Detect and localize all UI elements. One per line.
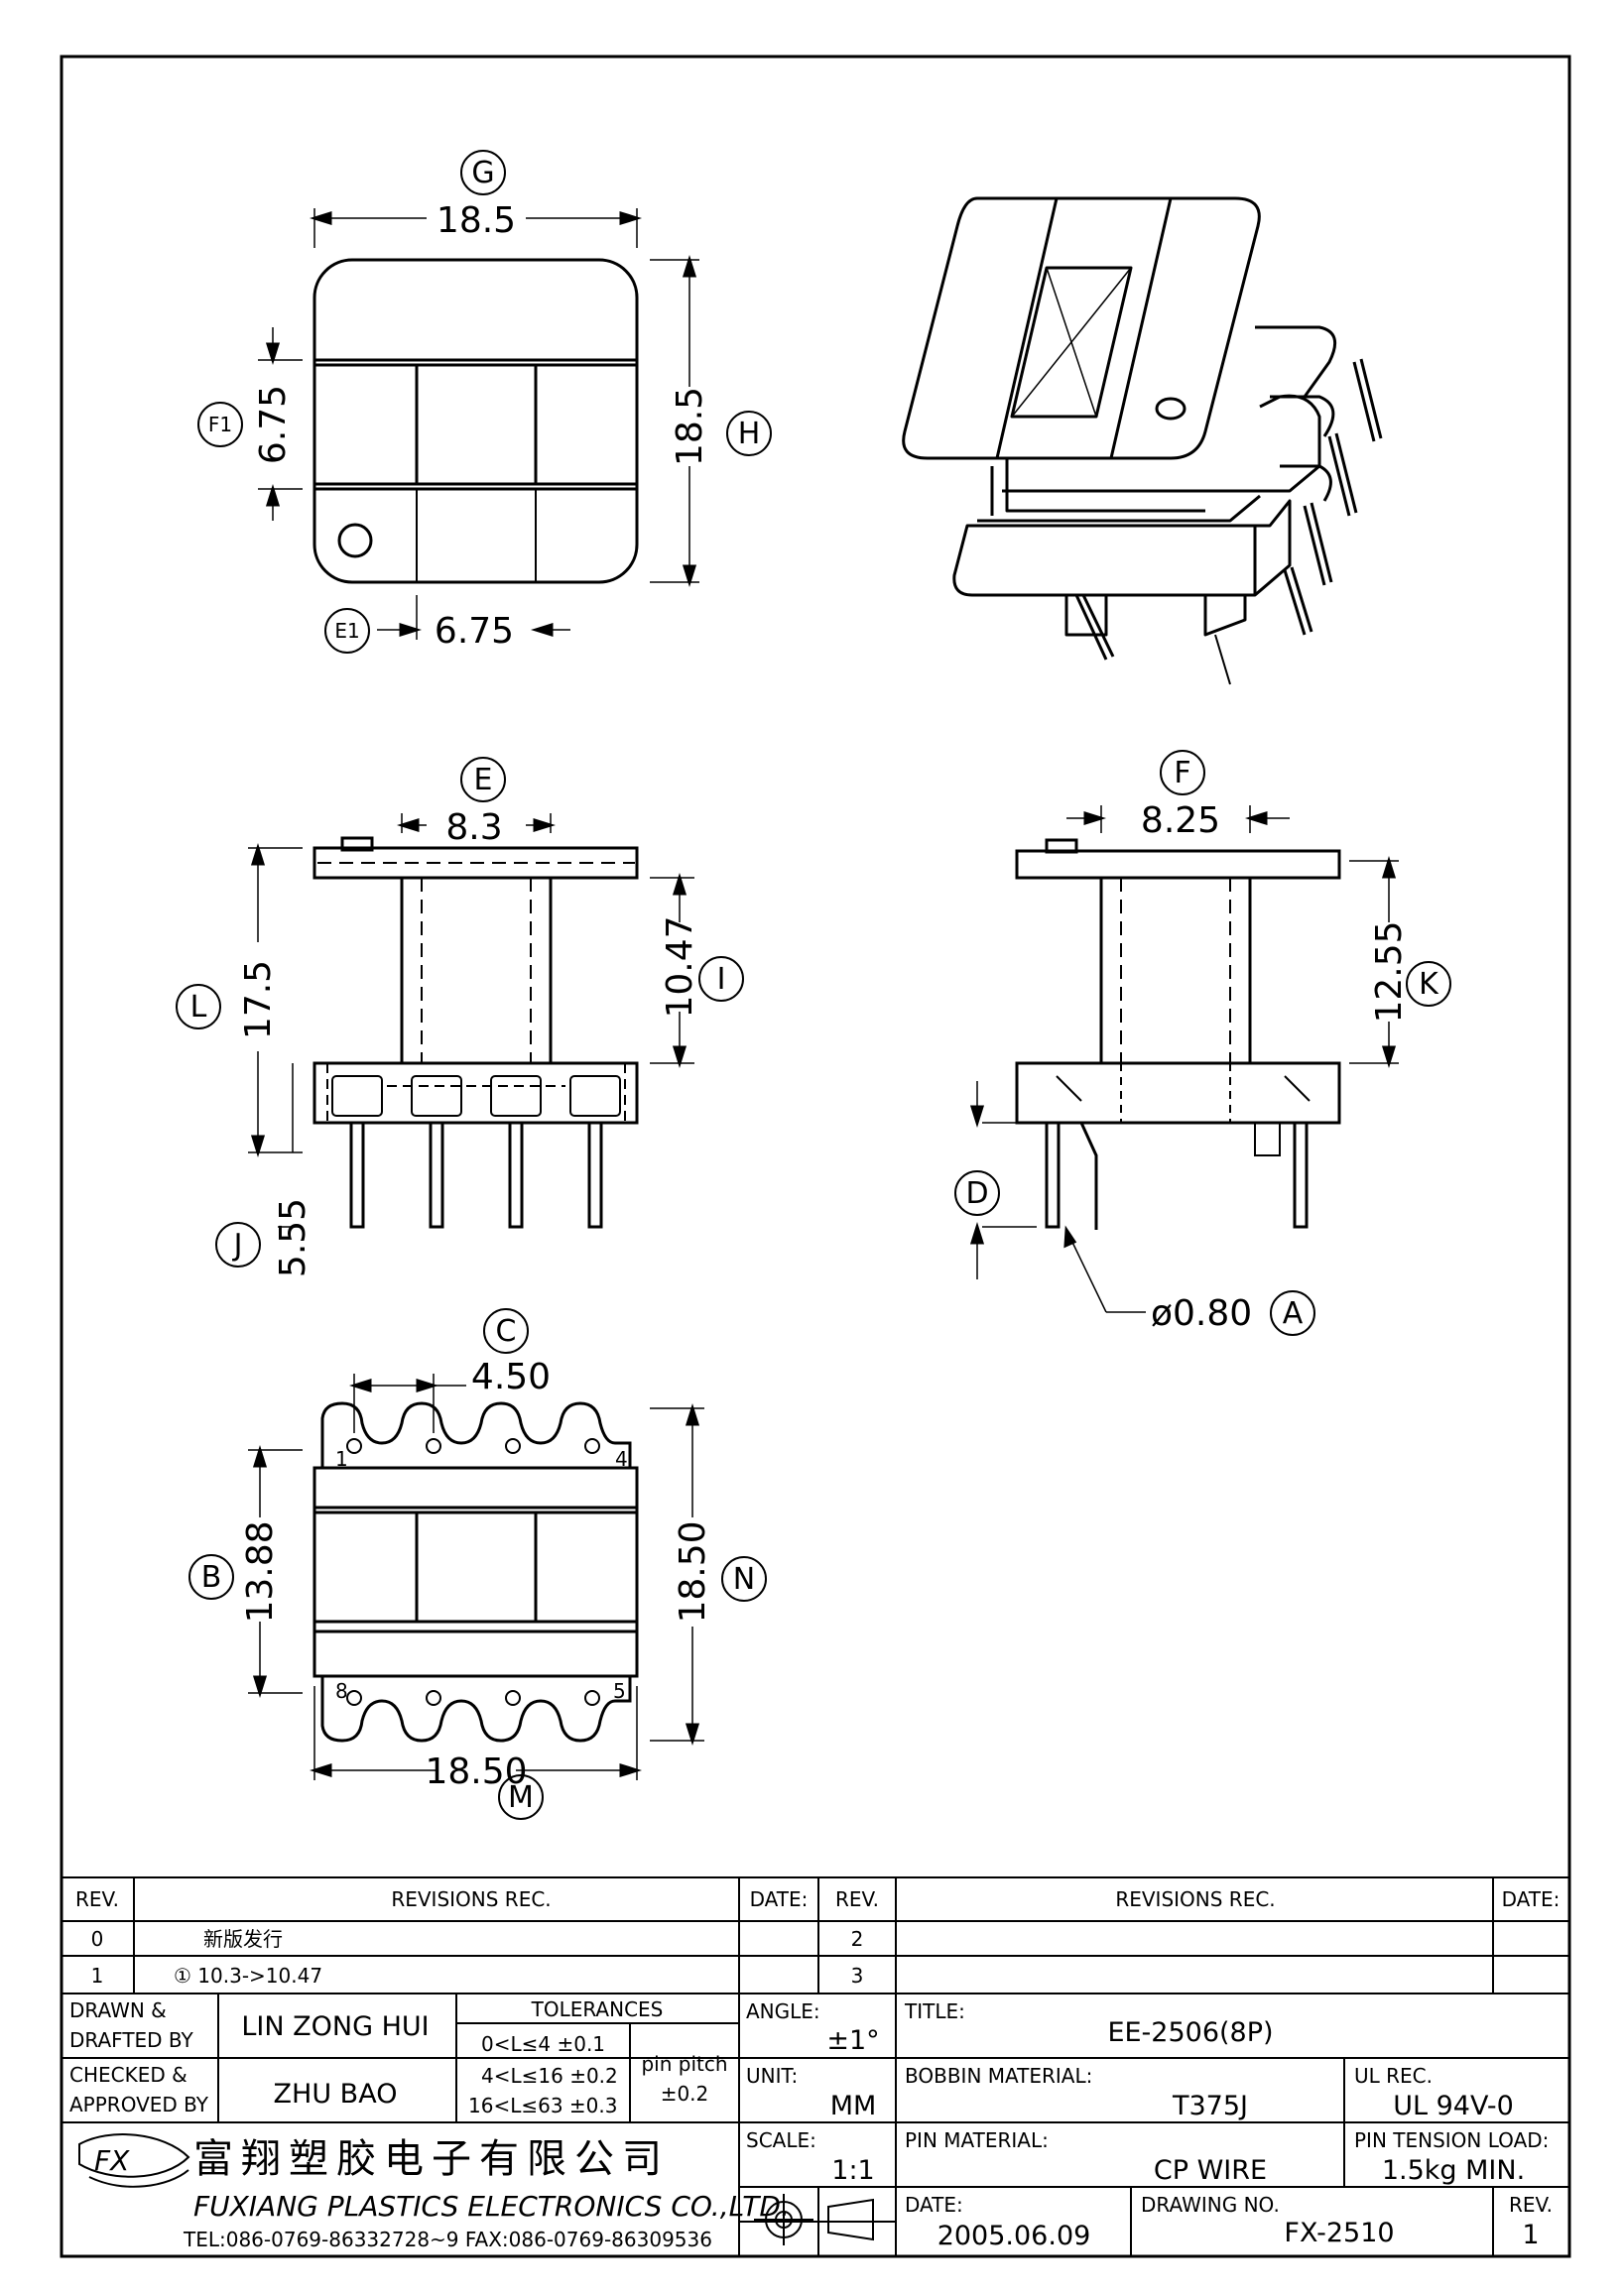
pin-diameter: ø0.80 [1151,1293,1252,1334]
checked-label-line1: CHECKED & [69,2063,187,2087]
drawn-label-line1: DRAWN & [69,1998,167,2022]
n-label: N [733,1562,755,1597]
rev-header-left: REV. [75,1887,119,1911]
title-label: TITLE: [904,1999,965,2023]
d-label: D [965,1176,988,1211]
bobbin-material-value: T375J [1172,2091,1248,2121]
drawn-name: LIN ZONG HUI [241,2011,429,2042]
drawing-no-value: FX-2510 [1284,2218,1394,2248]
j-label: J [232,1228,243,1263]
h-dimension: 18.5 [670,387,710,466]
rev-row-3: 3 [851,1964,864,1988]
top-view [197,150,772,654]
pin-material-value: CP WIRE [1154,2155,1267,2186]
tolerance-row-3: 16<L≤63 ±0.3 [468,2094,617,2117]
drawn-label-line2: DRAFTED BY [69,2028,194,2052]
records-header-right: REVISIONS REC. [1115,1887,1275,1911]
e-dimension: 8.3 [445,807,502,848]
rev-value: 1 [1522,2220,1539,2250]
title-value: EE-2506(8P) [1107,2017,1273,2048]
isometric-view [902,196,1383,685]
pin-number-5: 5 [613,1679,626,1703]
ul-rec-value: UL 94V-0 [1393,2091,1514,2121]
drawing-no-label: DRAWING NO. [1141,2193,1280,2217]
rev-row-2: 2 [851,1927,864,1951]
records-header-left: REVISIONS REC. [391,1887,551,1911]
rev-label: REV. [1509,2193,1553,2217]
angle-label: ANGLE: [746,1999,820,2023]
rev-header-right: REV. [835,1887,879,1911]
b-dimension: 13.88 [240,1520,281,1623]
e-label: E [474,763,493,797]
bobbin-material-label: BOBBIN MATERIAL: [905,2064,1092,2088]
company-name-cn: 富翔塑胶电子有限公司 [193,2136,670,2182]
f1-dimension: 6.75 [253,385,294,464]
f-dimension: 8.25 [1141,800,1220,841]
m-dimension: 18.50 [425,1752,527,1792]
k-dimension: 12.55 [1369,920,1410,1023]
pin-number-4: 4 [615,1447,628,1471]
pin-number-8: 8 [335,1679,348,1703]
company-logo [78,2133,190,2188]
b-label: B [201,1560,222,1595]
f-label: F [1174,756,1190,790]
top-view-outline [312,258,639,584]
g-dimension: 18.5 [437,200,516,241]
bottom-view [188,1308,767,1820]
mounting-hole [337,523,373,558]
front-view [176,757,744,1268]
sheet-border [60,55,1571,2258]
pin-tension-label: PIN TENSION LOAD: [1354,2128,1549,2152]
logo-text: FX [94,2144,130,2177]
ul-rec-label: UL REC. [1354,2064,1433,2088]
i-dimension: 10.47 [660,915,700,1018]
angle-value: ±1° [826,2025,879,2056]
c-label: C [496,1314,517,1349]
pin-tension-value: 1.5kg MIN. [1382,2155,1525,2186]
e1-label: E1 [334,619,359,643]
j-dimension: 5.55 [273,1198,313,1277]
date-header-right: DATE: [1502,1887,1561,1911]
unit-value: MM [830,2091,877,2121]
l-dimension: 17.5 [238,960,279,1039]
company-name-en: FUXIANG PLASTICS ELECTRONICS CO.,LTD. [193,2190,790,2223]
h-label: H [738,417,761,451]
pin-material-label: PIN MATERIAL: [905,2128,1049,2152]
pin-pitch-label: pin pitch [641,2052,727,2076]
record-row-0: 新版发行 [203,1927,283,1951]
k-label: K [1419,967,1439,1002]
revision-table [62,1876,1569,1994]
company-contact: TEL:086-0769-86332728~9 FAX:086-0769-863… [183,2228,712,2251]
date-header-left: DATE: [750,1887,809,1911]
projection-symbol-icon [754,2194,874,2245]
m-label: M [508,1780,534,1815]
side-view [954,750,1451,1336]
unit-label: UNIT: [746,2064,798,2088]
a-label: A [1283,1296,1304,1331]
c-dimension: 4.50 [471,1357,551,1397]
scale-value: 1:1 [831,2155,874,2186]
e1-dimension: 6.75 [435,611,514,652]
n-dimension: 18.50 [673,1520,713,1623]
l-label: L [190,990,207,1025]
pin-pitch-value: ±0.2 [661,2082,709,2106]
checked-name: ZHU BAO [274,2079,398,2110]
record-row-1: ① 10.3->10.47 [174,1964,322,1988]
date-value: 2005.06.09 [937,2221,1091,2251]
checked-label-line2: APPROVED BY [69,2093,209,2116]
date-label: DATE: [905,2193,963,2217]
tolerance-row-1: 0<L≤4 ±0.1 [481,2032,605,2056]
rev-row-1: 1 [91,1964,104,1988]
scale-label: SCALE: [746,2128,816,2152]
g-label: G [471,156,494,190]
i-label: I [717,962,726,997]
rev-row-0: 0 [91,1927,104,1951]
pin-number-1: 1 [335,1447,348,1471]
tolerance-row-2: 4<L≤16 ±0.2 [481,2064,618,2088]
tolerances-label: TOLERANCES [531,1997,664,2021]
f1-label: F1 [208,413,232,436]
